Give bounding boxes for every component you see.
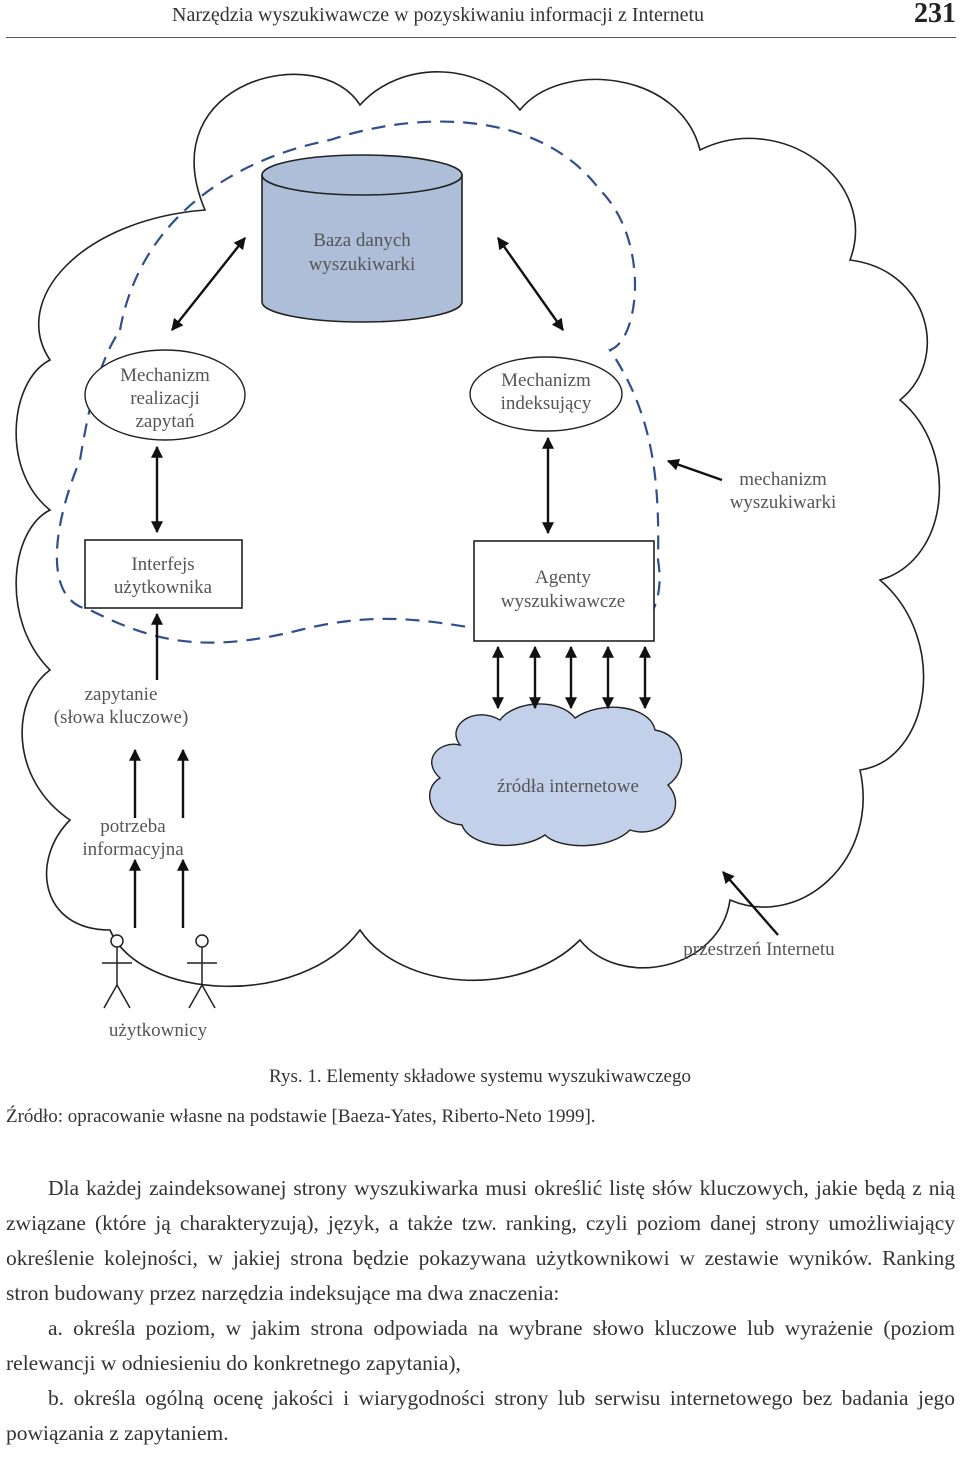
arrow-db-indexer	[497, 237, 564, 331]
search-engine-mechanism-label-1: mechanizm	[739, 469, 827, 490]
figure-source: Źródło: opracowanie własne na podstawie …	[6, 1106, 596, 1127]
query-label-1: zapytanie	[85, 684, 158, 705]
query-engine-node: Mechanizm realizacji zapytań	[84, 349, 246, 441]
figure-caption: Rys. 1. Elementy składowe systemu wyszuk…	[0, 1066, 960, 1088]
arrow-internet-space-pointer	[722, 871, 779, 936]
indexer-node: Mechanizm indeksujący	[469, 356, 623, 432]
body-paragraph: Dla każdej zaindeksowanej strony wyszuki…	[6, 1176, 955, 1305]
query-label-2: (słowa kluczowe)	[54, 707, 189, 728]
list-item-a: a. określa poziom, w jakim strona odpowi…	[6, 1316, 955, 1375]
running-title: Narzędzia wyszukiwawcze w pozyskiwaniu i…	[172, 4, 705, 26]
search-system-diagram: Baza danych wyszukiwarki Mechanizm reali…	[15, 71, 941, 1041]
search-engine-mechanism-label-2: wyszukiwarki	[730, 492, 837, 513]
search-agents-node: Agenty wyszukiwawcze	[473, 540, 655, 642]
page-header: Narzędzia wyszukiwawcze w pozyskiwaniu i…	[0, 0, 960, 38]
query-engine-label-2: realizacji	[130, 388, 200, 409]
user-interface-node: Interfejs użytkownika	[84, 539, 243, 609]
arrows	[129, 237, 779, 936]
users-label: użytkownicy	[109, 1020, 208, 1041]
user-figure-right	[187, 934, 217, 1009]
body-text: Dla każdej zaindeksowanej strony wyszuki…	[6, 1171, 955, 1451]
internet-space-cloud	[15, 71, 941, 988]
user-interface-label-2: użytkownika	[114, 577, 213, 598]
search-engine-boundary	[55, 120, 661, 644]
information-need-label-1: potrzeba	[100, 816, 166, 837]
query-engine-label-1: Mechanizm	[120, 365, 210, 386]
search-agents-label-2: wyszukiwawcze	[501, 591, 626, 612]
user-interface-label-1: Interfejs	[131, 554, 194, 575]
arrow-mechanism-pointer	[666, 458, 723, 482]
indexer-label-2: indeksujący	[501, 393, 592, 414]
indexer-label-1: Mechanizm	[501, 370, 591, 391]
internet-sources-label: źródła internetowe	[497, 776, 639, 797]
internet-space-label: przestrzeń Internetu	[683, 939, 835, 960]
query-engine-label-3: zapytań	[135, 411, 195, 432]
internet-sources-cloud: źródła internetowe	[429, 703, 683, 847]
figure-caption-text: Rys. 1. Elementy składowe systemu wyszuk…	[269, 1066, 691, 1087]
database-label-1: Baza danych	[313, 230, 411, 251]
information-need-label-2: informacyjna	[82, 839, 184, 860]
search-agents-label-1: Agenty	[535, 567, 591, 588]
page-number: 231	[914, 0, 956, 29]
list-item-b: b. określa ogólną ocenę jakości i wiaryg…	[6, 1386, 955, 1445]
user-figure-left	[102, 934, 132, 1009]
database-label-2: wyszukiwarki	[309, 254, 416, 275]
header-rule	[6, 37, 956, 38]
database-cylinder: Baza danych wyszukiwarki	[261, 154, 463, 323]
arrow-db-query-engine	[171, 237, 246, 331]
